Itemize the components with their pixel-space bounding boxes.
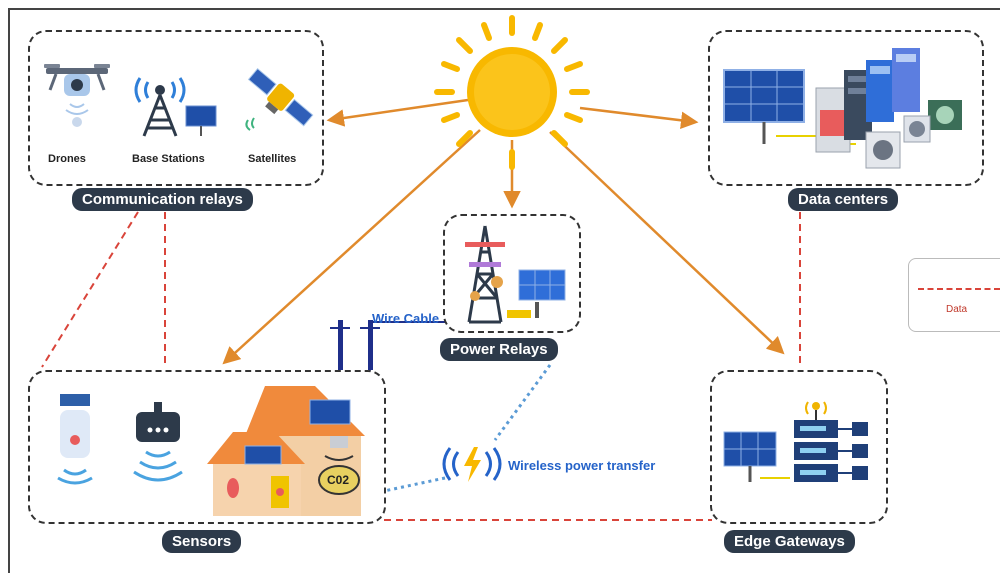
legend-data-line <box>918 288 1000 290</box>
sensors-title: Sensors <box>162 530 242 553</box>
wire-cable-label: Wire Cable <box>372 311 440 326</box>
frame-top-border <box>8 8 1000 10</box>
sun-icon <box>434 15 590 170</box>
energy-arrows <box>222 98 785 365</box>
satellites-label: Satellites <box>248 153 297 165</box>
data-links <box>41 211 801 521</box>
frame-left-border <box>8 8 10 573</box>
power-relays-title: Power Relays <box>440 338 558 361</box>
arrow-to-edge <box>549 131 785 355</box>
communication-relays-title: Communication relays <box>72 188 253 211</box>
wireless-power-transfer-label: Wireless power transfer <box>508 458 656 473</box>
base-stations-label: Base Stations <box>132 153 205 165</box>
drone-icon <box>44 64 110 127</box>
edge-gateways-title: Edge Gateways <box>724 530 855 553</box>
smart-house-icon <box>207 386 365 516</box>
data-center-icon <box>723 48 962 169</box>
edge-gateway-icon <box>723 401 868 482</box>
legend-box <box>908 258 1000 332</box>
arrow-to-sensors <box>222 129 481 365</box>
wire-cable-pole-1 <box>338 320 343 370</box>
data-link-comm-sensors-a <box>41 211 139 368</box>
base-station-icon <box>134 77 217 137</box>
co2-label: C02 <box>327 473 350 487</box>
wifi-sensor-icon <box>133 402 183 482</box>
legend-data-label: Data <box>946 304 968 315</box>
satellite-icon <box>245 68 314 131</box>
data-centers-title: Data centers <box>788 188 899 211</box>
drones-label: Drones <box>48 153 86 165</box>
power-tower-icon <box>465 225 566 324</box>
arrow-to-comm <box>326 98 469 127</box>
wireless-power-icon <box>442 447 502 482</box>
smoke-sensor-icon <box>57 394 93 485</box>
wire-cable-pole-2 <box>368 320 373 370</box>
arrow-to-datacenter <box>579 106 699 129</box>
